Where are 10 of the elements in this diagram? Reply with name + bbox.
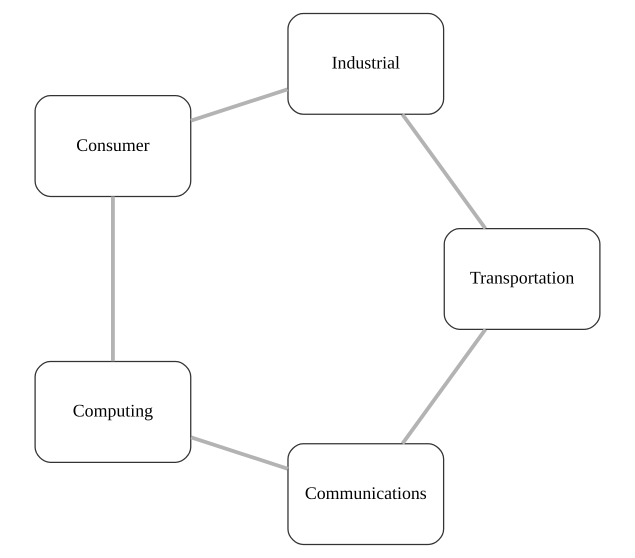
connector [190, 436, 288, 471]
connector [111, 196, 115, 362]
connector [400, 328, 487, 445]
connector [190, 87, 288, 123]
node-box: Transportation [444, 228, 601, 330]
node-box: Computing [34, 360, 192, 463]
node-box: Communications [287, 443, 444, 546]
connector [400, 113, 487, 230]
node-box: Consumer [34, 95, 192, 198]
node-box: Industrial [287, 12, 444, 115]
